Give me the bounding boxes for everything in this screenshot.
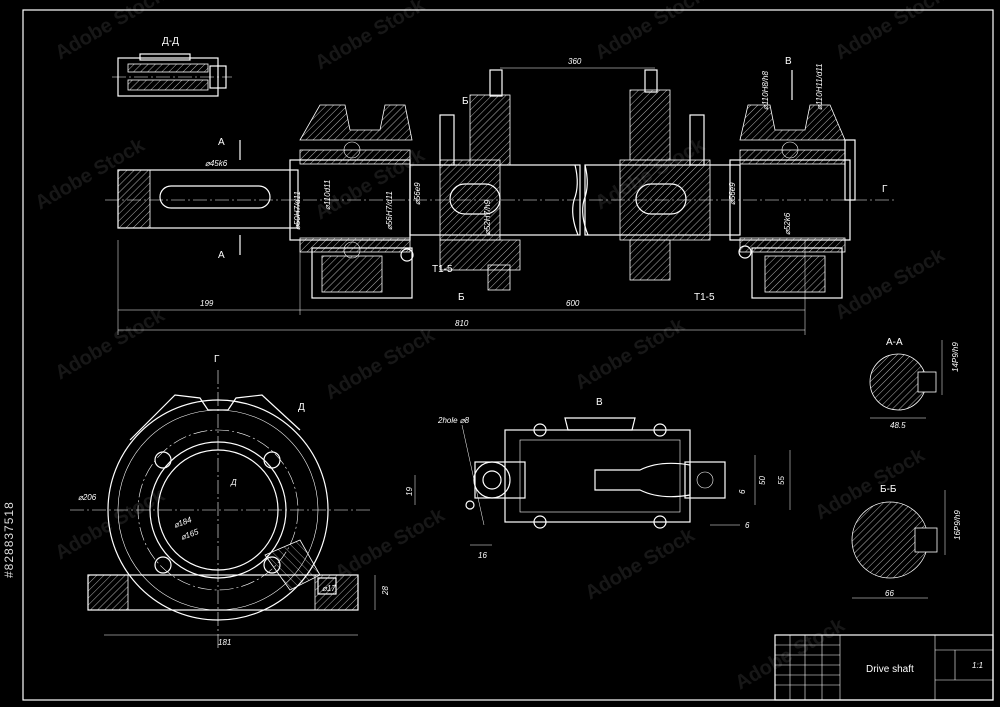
drawing-scale: 1:1 — [972, 661, 983, 670]
svg-text:В: В — [785, 56, 792, 67]
svg-text:⌀17: ⌀17 — [322, 584, 336, 593]
svg-text:Д-Д: Д-Д — [162, 36, 179, 47]
svg-text:Б: Б — [462, 96, 469, 107]
section-bb: Б-Б 66 16P9/h9 — [851, 484, 962, 599]
svg-text:⌀165: ⌀165 — [180, 527, 201, 542]
svg-text:Г: Г — [882, 184, 888, 195]
stock-id: #828837518 — [2, 501, 16, 579]
svg-text:600: 600 — [566, 299, 580, 308]
svg-text:⌀110d11: ⌀110d11 — [323, 180, 332, 210]
svg-text:28: 28 — [381, 586, 390, 596]
svg-text:Adobe Stock: Adobe Stock — [572, 314, 690, 395]
svg-text:6: 6 — [745, 521, 750, 530]
title-block: Drive shaft 1:1 — [774, 634, 994, 701]
svg-text:16: 16 — [478, 551, 487, 560]
svg-text:Г: Г — [214, 354, 220, 365]
svg-text:6: 6 — [738, 489, 747, 494]
svg-text:199: 199 — [200, 299, 214, 308]
svg-text:А-А: А-А — [886, 337, 903, 348]
svg-text:50: 50 — [758, 476, 767, 485]
section-dd: Д-Д — [112, 36, 232, 97]
svg-text:Adobe Stock: Adobe Stock — [312, 0, 430, 74]
svg-text:16P9/h9: 16P9/h9 — [953, 510, 962, 540]
svg-text:T1-5: T1-5 — [694, 292, 715, 303]
svg-text:48.5: 48.5 — [890, 421, 906, 430]
svg-text:19: 19 — [405, 487, 414, 496]
view-v: В 2hole ⌀8 19 16 50 55 6 6 — [405, 397, 791, 560]
svg-text:Б: Б — [458, 292, 465, 303]
svg-text:Б-Б: Б-Б — [880, 484, 897, 495]
svg-text:⌀50H7/d11: ⌀50H7/d11 — [293, 191, 302, 230]
svg-text:⌀56e9: ⌀56e9 — [413, 182, 422, 205]
svg-text:810: 810 — [455, 319, 469, 328]
svg-text:В: В — [596, 397, 603, 408]
svg-text:⌀56H7/d11: ⌀56H7/d11 — [385, 191, 394, 230]
drawing-title: Drive shaft — [866, 664, 914, 675]
svg-text:А: А — [218, 250, 225, 261]
sheet-frame — [22, 9, 994, 701]
svg-text:55: 55 — [777, 476, 786, 485]
svg-text:T1-5: T1-5 — [432, 264, 453, 275]
main-shaft-view: А А Б Б В Г ⌀45k6 ⌀50H7/d11 ⌀110d11 ⌀56H… — [105, 56, 895, 335]
svg-text:66: 66 — [885, 589, 894, 598]
section-aa: А-А 48.5 14P9/h9 — [869, 337, 960, 430]
svg-text:360: 360 — [568, 57, 582, 66]
svg-text:⌀184: ⌀184 — [173, 515, 194, 530]
svg-text:181: 181 — [218, 638, 231, 647]
svg-text:⌀52H7/h9: ⌀52H7/h9 — [483, 199, 492, 235]
svg-text:⌀206: ⌀206 — [78, 493, 97, 502]
svg-text:Д: Д — [298, 402, 305, 413]
svg-text:Adobe Stock: Adobe Stock — [322, 324, 440, 405]
svg-text:Д: Д — [230, 478, 237, 487]
svg-text:Adobe Stock: Adobe Stock — [832, 244, 950, 325]
svg-text:⌀45k6: ⌀45k6 — [205, 159, 228, 168]
svg-text:2hole ⌀8: 2hole ⌀8 — [437, 416, 470, 425]
svg-text:14P9/h9: 14P9/h9 — [951, 342, 960, 372]
svg-text:Adobe Stock: Adobe Stock — [582, 524, 700, 605]
svg-text:⌀110H11/d11: ⌀110H11/d11 — [815, 63, 824, 110]
svg-text:Adobe Stock: Adobe Stock — [732, 614, 850, 695]
svg-text:⌀52k6: ⌀52k6 — [783, 212, 792, 235]
svg-text:А: А — [218, 137, 225, 148]
svg-text:⌀110H8/h8: ⌀110H8/h8 — [761, 71, 770, 110]
svg-text:⌀56e9: ⌀56e9 — [728, 182, 737, 205]
svg-text:Adobe Stock: Adobe Stock — [52, 304, 170, 385]
svg-text:Adobe Stock: Adobe Stock — [332, 504, 450, 585]
